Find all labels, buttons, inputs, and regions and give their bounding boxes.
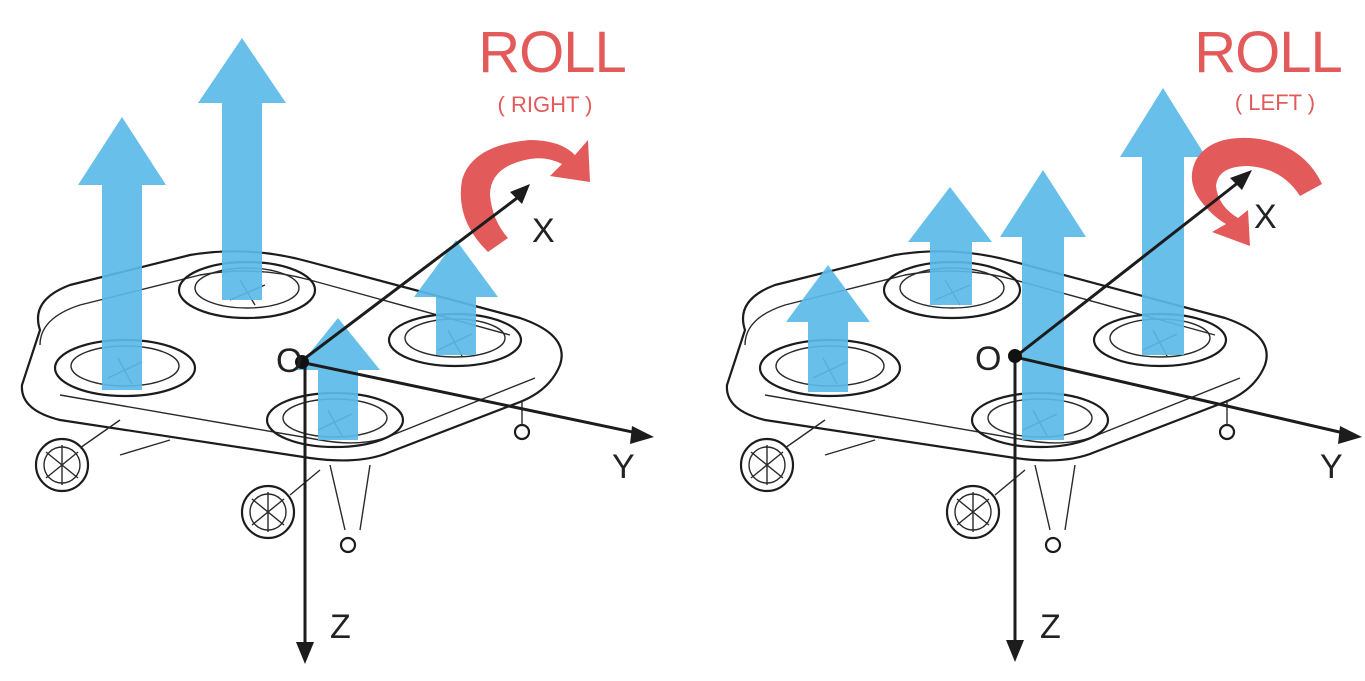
axes-right (295, 184, 654, 664)
roll-left-subtitle: ( LEFT ) (1235, 90, 1315, 115)
roll-right-title: ROLL (478, 20, 626, 85)
panel-roll-left: ROLL ( LEFT ) O X Y Z (725, 20, 1362, 662)
thrust-arrow-front-left (786, 265, 870, 392)
roll-right-subtitle: ( RIGHT ) (498, 92, 593, 117)
roll-right-arrow (460, 140, 590, 252)
panel-roll-right: ROLL ( RIGHT ) O X Y Z (20, 20, 654, 664)
axes-left (1006, 170, 1362, 662)
z-axis-label-right: Z (330, 608, 351, 646)
roll-left-arrow (1191, 137, 1322, 246)
x-axis-label-left: X (1254, 198, 1277, 236)
y-axis-label-left: Y (1320, 448, 1343, 486)
thrust-arrow-front-left (78, 117, 166, 390)
roll-left-title: ROLL (1194, 20, 1342, 85)
x-axis-label-right: X (532, 212, 555, 250)
thrust-arrow-rear-left (908, 187, 992, 305)
y-axis-label-right: Y (612, 448, 635, 486)
z-axis-label-left: Z (1040, 608, 1061, 646)
thrust-arrow-rear-left (198, 38, 286, 300)
thrust-arrow-front-right (296, 318, 380, 440)
origin-label-left: O (975, 340, 1001, 378)
thrust-arrow-rear-right (1120, 88, 1206, 355)
thrust-arrow-front-right (1000, 170, 1086, 440)
thrust-arrow-rear-right (414, 240, 498, 355)
origin-label-right: O (276, 342, 302, 380)
